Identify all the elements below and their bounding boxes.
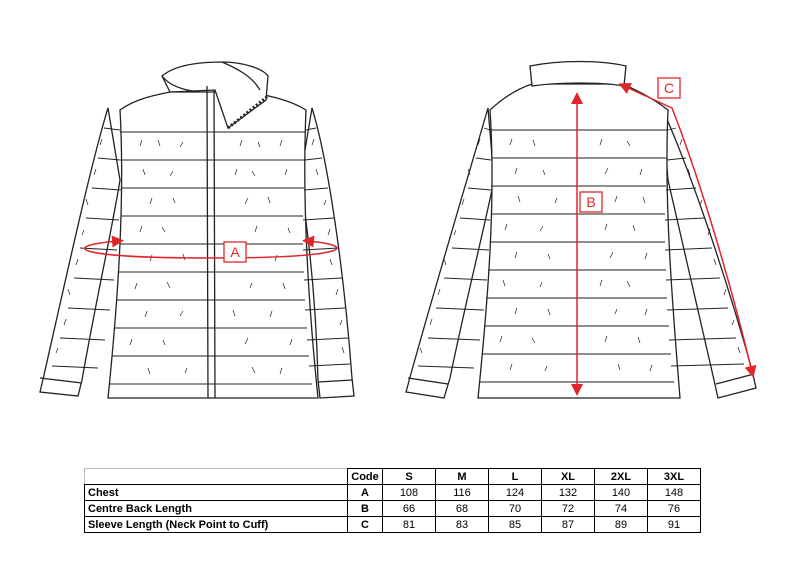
row-value: 116	[435, 484, 489, 501]
header-size-3xl: 3XL	[647, 468, 701, 485]
row-value: 140	[594, 484, 648, 501]
row-value: 68	[435, 500, 489, 517]
row-value: 74	[594, 500, 648, 517]
measure-a: A	[84, 235, 338, 263]
header-size-m: M	[435, 468, 489, 485]
row-label: Sleeve Length (Neck Point to Cuff)	[84, 516, 348, 533]
row-value: 132	[541, 484, 595, 501]
row-value: 76	[647, 500, 701, 517]
row-value: 85	[488, 516, 542, 533]
chest-measure-line	[84, 235, 338, 259]
row-code: B	[347, 500, 383, 517]
table-row-centre-back-length: Centre Back Length B 66 68 70 72 74 76	[84, 500, 701, 517]
row-value: 148	[647, 484, 701, 501]
measure-b: B	[571, 92, 603, 396]
label-a-box	[223, 241, 247, 263]
label-a: A	[230, 244, 240, 260]
jacket-front	[39, 61, 355, 399]
row-label: Centre Back Length	[84, 500, 348, 517]
label-b-box	[579, 191, 603, 213]
row-value: 72	[541, 500, 595, 517]
label-c-box	[657, 77, 681, 99]
table-row-sleeve-length: Sleeve Length (Neck Point to Cuff) C 81 …	[84, 516, 701, 533]
label-b: B	[586, 194, 595, 210]
row-value: 70	[488, 500, 542, 517]
sleeve-length-line	[618, 83, 757, 378]
row-value: 89	[594, 516, 648, 533]
jacket-diagram: A B C	[39, 60, 757, 399]
jacket-back	[405, 60, 757, 399]
size-chart-table: Code S M L XL 2XL 3XL Chest A 108 116 12…	[84, 468, 701, 533]
header-size-2xl: 2XL	[594, 468, 648, 485]
table-row-chest: Chest A 108 116 124 132 140 148	[84, 484, 701, 501]
header-blank-cell	[84, 468, 348, 485]
table-header-row: Code S M L XL 2XL 3XL	[84, 468, 701, 485]
row-value: 87	[541, 516, 595, 533]
measure-c: C	[618, 77, 757, 378]
label-c: C	[664, 80, 674, 96]
row-value: 66	[382, 500, 436, 517]
row-label: Chest	[84, 484, 348, 501]
row-value: 81	[382, 516, 436, 533]
header-size-l: L	[488, 468, 542, 485]
row-value: 124	[488, 484, 542, 501]
row-value: 83	[435, 516, 489, 533]
header-code: Code	[347, 468, 383, 485]
header-size-s: S	[382, 468, 436, 485]
row-value: 91	[647, 516, 701, 533]
row-value: 108	[382, 484, 436, 501]
row-code: C	[347, 516, 383, 533]
header-size-xl: XL	[541, 468, 595, 485]
row-code: A	[347, 484, 383, 501]
